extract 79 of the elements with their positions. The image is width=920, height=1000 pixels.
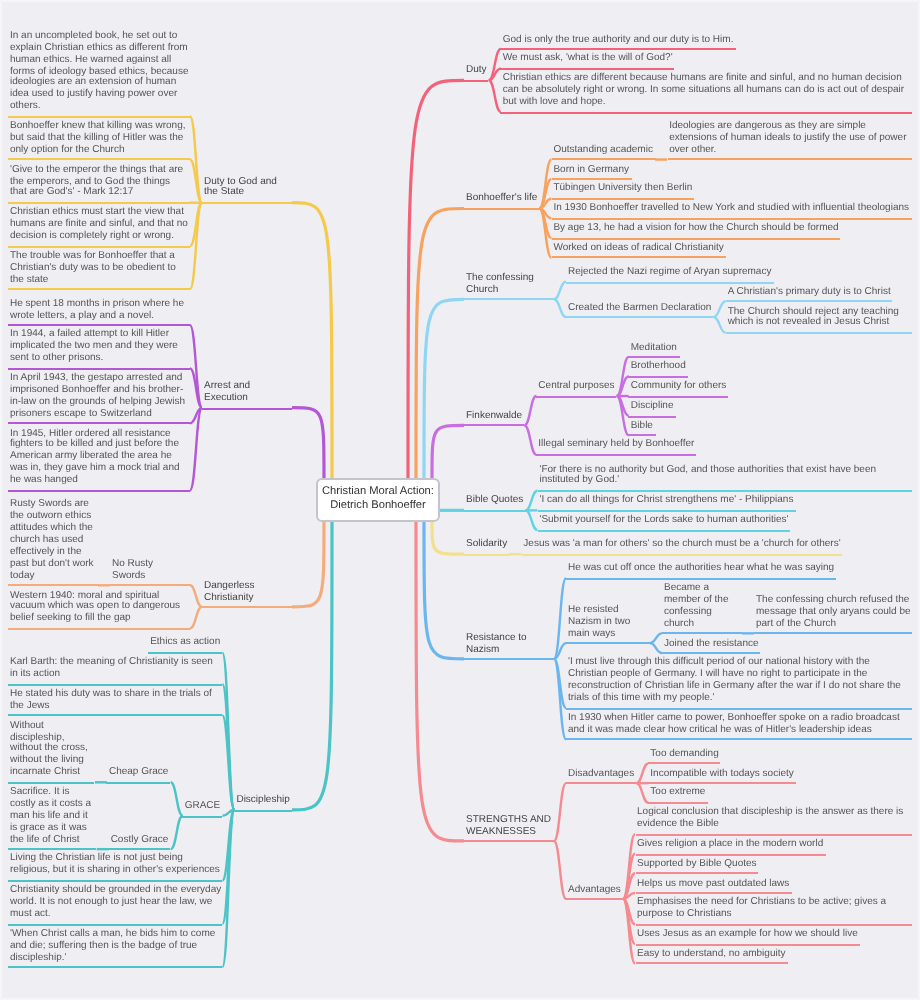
connector-line xyxy=(713,300,727,319)
connector-line xyxy=(553,658,567,741)
connector-line xyxy=(488,67,502,82)
connector-line xyxy=(222,808,235,817)
connector-line xyxy=(553,642,567,660)
connector-line xyxy=(636,781,649,785)
connector-line xyxy=(622,898,636,965)
connector-line xyxy=(538,178,553,210)
connector-line xyxy=(292,521,326,609)
connector-line xyxy=(189,406,203,425)
connector-line xyxy=(616,375,630,398)
connector-line xyxy=(189,407,203,491)
connector-line xyxy=(440,508,464,512)
connector-line xyxy=(539,197,552,210)
connector-line xyxy=(190,201,202,204)
connector-line xyxy=(291,521,334,812)
connector-line xyxy=(189,367,203,409)
connector-line xyxy=(525,509,538,512)
connector-line xyxy=(189,158,203,204)
connector-line xyxy=(553,782,567,842)
connector-line xyxy=(189,584,203,608)
connector-line xyxy=(635,782,649,804)
connector-line xyxy=(189,324,203,409)
connector-line xyxy=(649,642,663,655)
connector-line xyxy=(622,897,636,926)
connector-line xyxy=(488,48,502,82)
connector-line xyxy=(655,158,668,161)
connector-line xyxy=(422,297,464,479)
connector-line xyxy=(616,394,630,417)
connector-line xyxy=(553,280,567,301)
connector-line xyxy=(169,814,184,851)
connector-line xyxy=(406,78,465,479)
connector-line xyxy=(616,394,629,398)
connector-line xyxy=(713,315,727,334)
connector-line xyxy=(538,207,553,239)
connector-line xyxy=(221,809,236,925)
connector-line xyxy=(622,833,636,900)
connector-line xyxy=(221,714,236,811)
connector-line xyxy=(430,423,464,479)
connector-line xyxy=(221,683,236,811)
connector-line xyxy=(742,632,754,635)
connector-line xyxy=(98,584,110,587)
connector-line xyxy=(615,355,630,397)
connector-line xyxy=(189,201,203,247)
connector-line xyxy=(221,652,236,811)
connector-line xyxy=(488,79,502,113)
connector-line xyxy=(622,872,636,900)
connector-line xyxy=(292,406,326,479)
connector-line xyxy=(553,840,567,900)
connector-line xyxy=(189,605,203,630)
connector-line xyxy=(622,891,636,900)
connector-line xyxy=(523,395,538,427)
connector-line xyxy=(538,207,553,259)
connector-line xyxy=(524,489,539,512)
connector-line xyxy=(189,202,203,290)
connector-line xyxy=(635,762,649,785)
connector-line xyxy=(94,781,107,784)
connector-line xyxy=(414,521,465,843)
connector-line xyxy=(524,509,539,531)
connector-line xyxy=(538,158,553,210)
connector-line xyxy=(96,847,109,851)
connector-line xyxy=(523,424,538,456)
connector-line xyxy=(615,395,630,437)
connector-line xyxy=(509,552,522,556)
connector-line xyxy=(649,632,663,645)
connector-line xyxy=(430,521,464,556)
connector-line xyxy=(422,521,464,661)
connector-line xyxy=(169,781,184,817)
connector-line xyxy=(414,206,465,479)
connector-line xyxy=(291,201,334,479)
connector-line xyxy=(553,577,567,660)
connector-line xyxy=(553,298,567,319)
connector-line xyxy=(221,809,236,968)
connector-line xyxy=(622,898,636,945)
connector-line xyxy=(221,809,236,882)
connector-line xyxy=(539,207,552,220)
connector-line xyxy=(622,852,636,900)
connector-line xyxy=(189,115,203,204)
connector-line xyxy=(553,658,567,709)
